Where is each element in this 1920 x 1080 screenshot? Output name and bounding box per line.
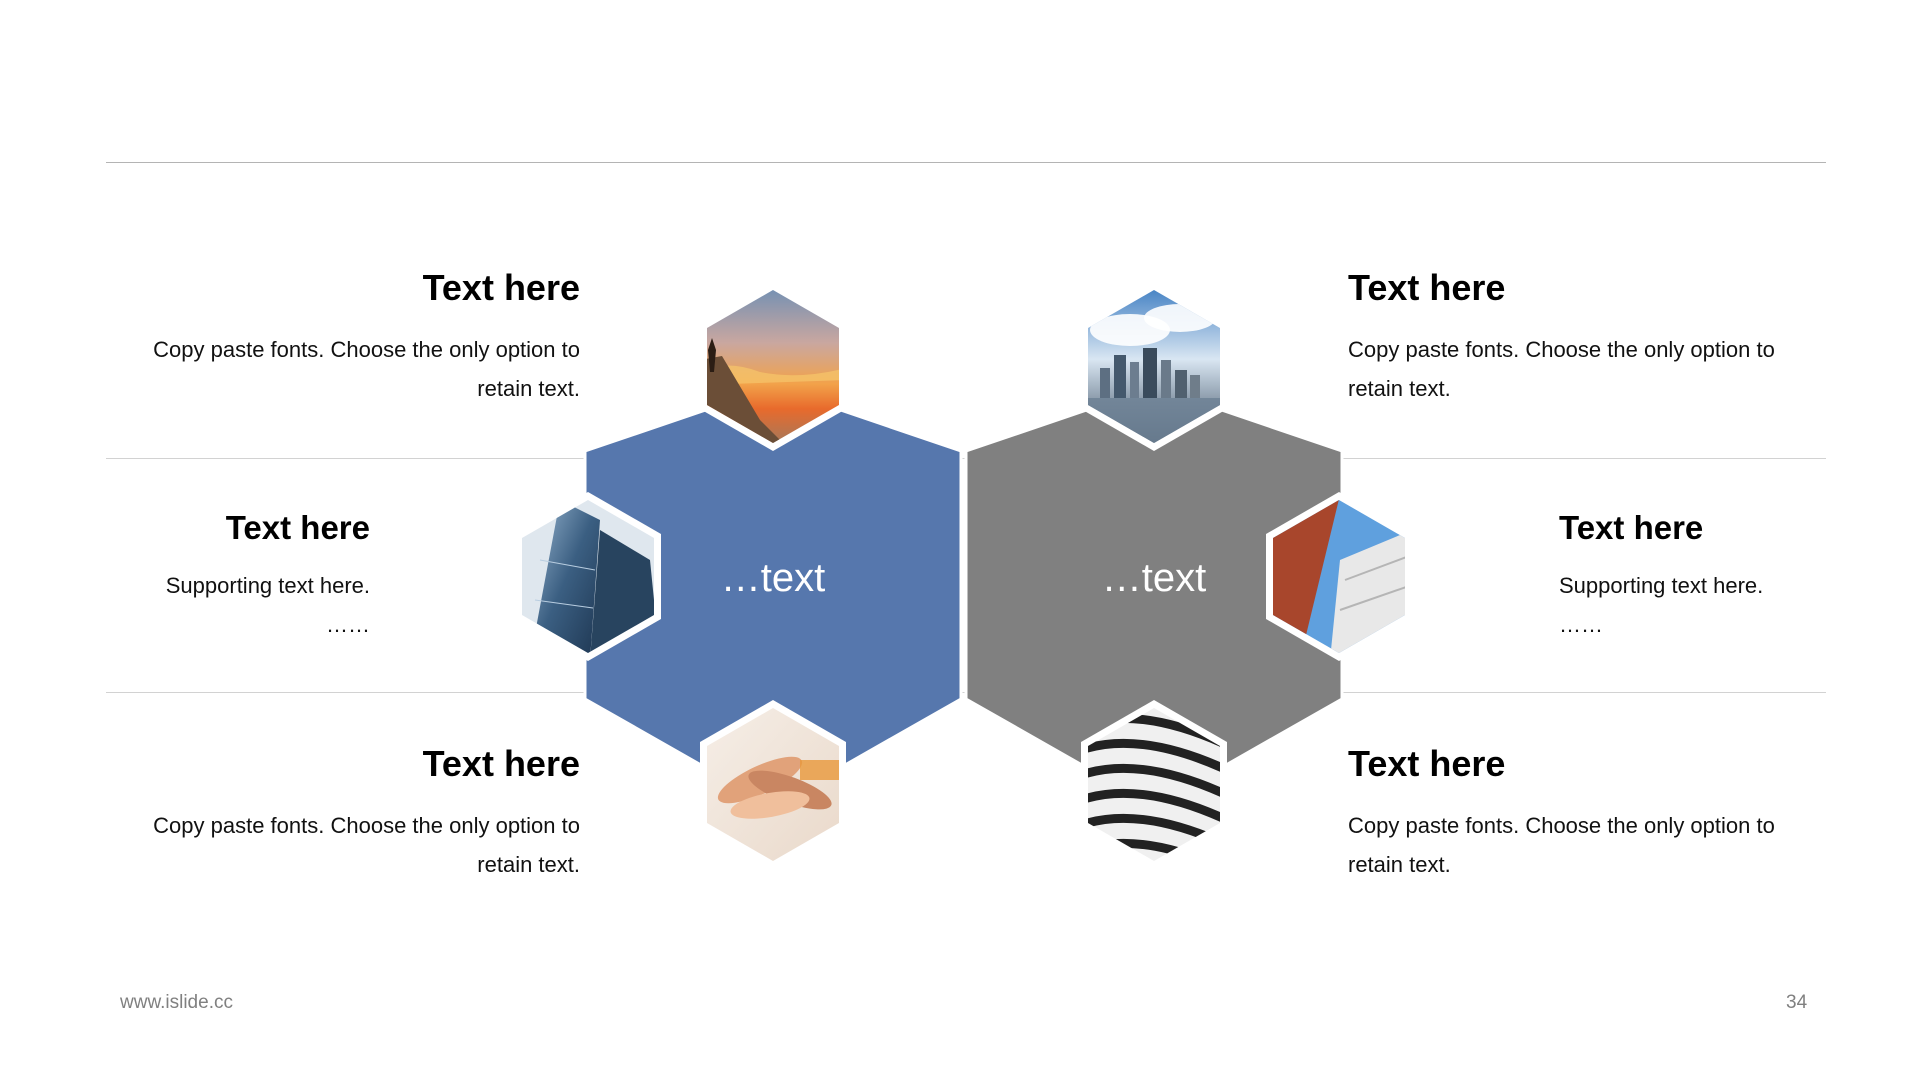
- right-item-3: Text here Copy paste fonts. Choose the o…: [1348, 742, 1808, 884]
- right-item-3-body-line-2: retain text.: [1348, 852, 1451, 877]
- curved-building-photo: [1081, 700, 1227, 869]
- right-item-3-title: Text here: [1348, 743, 1506, 784]
- left-item-1: Text here Copy paste fonts. Choose the o…: [130, 266, 580, 408]
- right-item-3-body-line-1: Copy paste fonts. Choose the only option…: [1348, 813, 1775, 838]
- left-item-3-body-line-2: retain text.: [477, 852, 580, 877]
- right-center-label: …text: [1101, 556, 1207, 600]
- left-item-2: Text here Supporting text here. ……: [130, 506, 370, 644]
- right-item-1-title: Text here: [1348, 267, 1506, 308]
- left-center-label: …text: [720, 556, 826, 600]
- page-number: 34: [1786, 992, 1808, 1013]
- left-item-1-title: Text here: [422, 267, 580, 308]
- left-item-2-body-line-1: Supporting text here.: [165, 573, 370, 598]
- left-item-2-body-line-2: ……: [326, 612, 370, 637]
- left-item-1-body-line-1: Copy paste fonts. Choose the only option…: [153, 337, 580, 362]
- right-item-1-body-line-1: Copy paste fonts. Choose the only option…: [1348, 337, 1775, 362]
- left-item-3-body-line-1: Copy paste fonts. Choose the only option…: [153, 813, 580, 838]
- top-divider: [106, 162, 1826, 163]
- right-item-2-body-line-1: Supporting text here.: [1559, 573, 1764, 598]
- right-item-1: Text here Copy paste fonts. Choose the o…: [1348, 266, 1808, 408]
- left-item-2-title: Text here: [225, 509, 370, 546]
- footer-url: www.islide.cc: [120, 992, 233, 1013]
- left-item-3-title: Text here: [422, 743, 580, 784]
- right-item-2-body-line-2: ……: [1559, 612, 1603, 637]
- glass-skyscraper-photo: [515, 492, 661, 661]
- right-item-2: Text here Supporting text here. ……: [1559, 506, 1799, 644]
- right-item-1-body-line-2: retain text.: [1348, 376, 1451, 401]
- right-item-2-title: Text here: [1559, 509, 1704, 546]
- left-item-1-body-line-2: retain text.: [477, 376, 580, 401]
- left-item-3: Text here Copy paste fonts. Choose the o…: [130, 742, 580, 884]
- brick-building-photo: [1266, 492, 1412, 661]
- hands-stacked-photo: [700, 700, 846, 869]
